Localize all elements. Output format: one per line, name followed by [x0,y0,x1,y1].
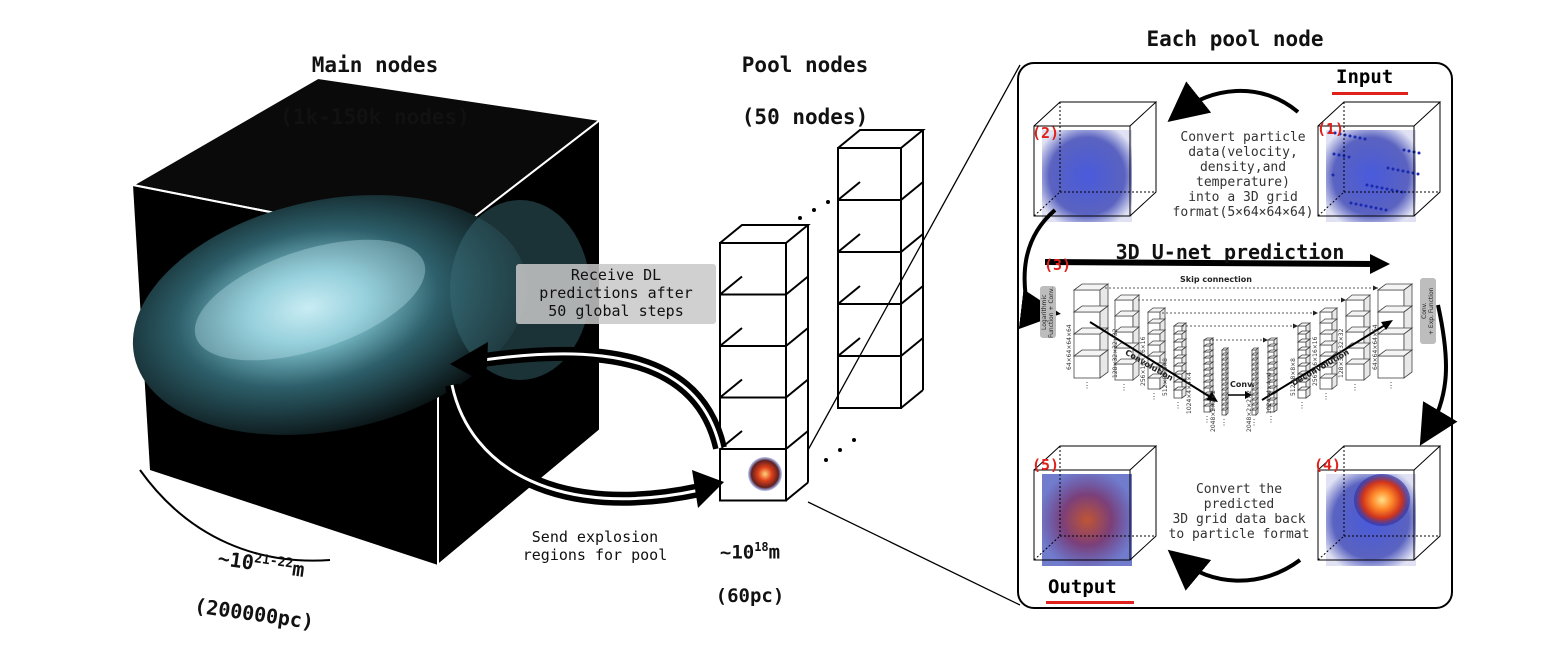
input-label: Input [1336,66,1394,88]
unet-dim-label: 2048×2×2×2 [1210,390,1217,432]
unet-more-dots: ⋮ [1174,401,1182,410]
convert-back-text: Convert the predicted 3D grid data back … [1168,482,1310,542]
pool-column-back [837,129,926,409]
pool-node-box [719,448,787,502]
unet-more-dots: ⋮ [1351,383,1359,392]
conv-label: Conv. [1230,380,1255,389]
unet-more-dots: ⋮ [1298,401,1306,410]
output-underline [1046,601,1134,604]
particle-cube-1 [1317,101,1442,222]
grid-cube-4 [1317,445,1442,566]
unet-dim-label: 2048×2×2×2 [1246,390,1253,432]
unet-layer-stack: ⋮ [1113,294,1141,392]
unet-title-arrow [1370,254,1390,274]
deconvolution-arrow [1261,321,1391,401]
unet-layer-stack: ⋮ [1376,283,1414,390]
pool-nodes-title: Pool nodes (50 nodes) [741,53,869,129]
main-cube [130,76,603,568]
unet-more-dots: ⋮ [1150,392,1158,401]
unet-layer-stack: ⋮ [1146,307,1167,401]
unet-dim-label: 64×64×64×64 [1372,324,1379,370]
grid-cube-2-volume [1042,130,1132,222]
unet-dim-label: 512×8×8×8 [1290,358,1297,396]
unet-layer-stack: ⋮ [1072,283,1110,390]
ellipsis-dots [798,200,856,462]
pool-node-box [837,355,902,409]
skip-arrowhead [1293,323,1298,329]
exp-function-pill: Conv. + Exp. Function [1420,278,1436,344]
arrow-4-to-5 [1167,549,1302,591]
unet-more-dots: ⋮ [1387,381,1395,390]
skip-connection-label: Skip connection [1180,275,1252,284]
pool-column-front [719,224,811,502]
arrow-3-to-4 [1419,304,1458,446]
unet-dim-label: 128×32×32×32 [1112,328,1119,378]
skip-arrowhead [1373,285,1378,291]
receive-label: Receive DL predictions after 50 global s… [539,266,693,320]
galaxy-disk [132,195,528,435]
skip-arrowhead [1263,337,1268,343]
unet-more-dots: ⋮ [1220,418,1228,427]
convolution-arrow [1089,321,1216,401]
grid-cube-2 [1033,101,1158,222]
unet-dim-label: 64×64×64×64 [1066,324,1073,370]
each-pool-title: Each pool node [1146,27,1324,51]
unet-dim-label: 128×32×32×32 [1338,328,1345,378]
unet-dim-label: 256×16×16×16 [1312,336,1319,386]
unet-layer-stack: ⋮ [1250,347,1259,427]
unet-more-dots: ⋮ [1203,415,1211,424]
diagram-graphics: ⋮ ⋮ ⋮ ⋮ ⋮ ⋮ ⋮ ⋮ ⋮ ⋮ ⋮ ⋮ [130,62,1458,609]
unet-layer-stack: ⋮ [1344,294,1372,392]
convert-to-grid-text: Convert particle data(velocity, density,… [1172,130,1314,220]
input-underline [1332,92,1408,95]
explosion-region [748,457,782,491]
arrow-2-to-3 [1018,208,1061,330]
unet-layer-stack: ⋮ [1296,322,1312,410]
output-label: Output [1048,576,1117,598]
unet-more-dots: ⋮ [1322,392,1330,401]
particle-cube-5 [1033,445,1158,566]
unet-more-dots: ⋮ [1267,415,1275,424]
step-4-tag: (4) [1314,456,1342,474]
unet-dim-label: 512×8×8×8 [1162,358,1169,396]
unet-dim-label: 1024×4×4×4 [1266,372,1273,414]
receive-label-bg [516,264,716,324]
skip-arrowhead [1313,310,1318,316]
unet-title: 3D U-net prediction [1115,240,1345,264]
particle-cube-5-volume [1042,474,1132,566]
step-2-tag: (2) [1032,124,1060,142]
arrow-1-to-2 [1167,81,1300,122]
unet-more-dots: ⋮ [1250,418,1258,427]
unet-layer-stack: ⋮ [1220,347,1229,427]
send-label: Send explosion regions for pool [522,528,668,564]
unet-dim-label: 1024×4×4×4 [1186,372,1193,414]
step-3-tag: (3) [1044,256,1072,274]
skip-arrowhead [1341,297,1346,303]
unet-more-dots: ⋮ [1083,381,1091,390]
hot-core [1354,474,1410,526]
step-5-tag: (5) [1032,456,1060,474]
unet-dim-label: 256×16×16×16 [1140,336,1147,386]
unet-more-dots: ⋮ [1120,383,1128,392]
unet-layer-stack: ⋮ [1172,322,1188,410]
unet-layer-stack: ⋮ [1202,337,1215,424]
step-1-tag: (1) [1317,120,1345,138]
main-nodes-title: Main nodes (1k-150k nodes) [280,53,470,129]
pool-scale-label: ~1018m (60pc) [715,540,785,608]
diagram: ⋮⋮⋮⋮⋮⋮⋮⋮⋮⋮⋮⋮ Main nodes (1k-150k nodes) … [130,27,1458,634]
log-function-pill: Logarithmic Function + Conv. [1040,286,1056,338]
main-scale-label: ~1021-22m (200000pc) [192,545,316,634]
